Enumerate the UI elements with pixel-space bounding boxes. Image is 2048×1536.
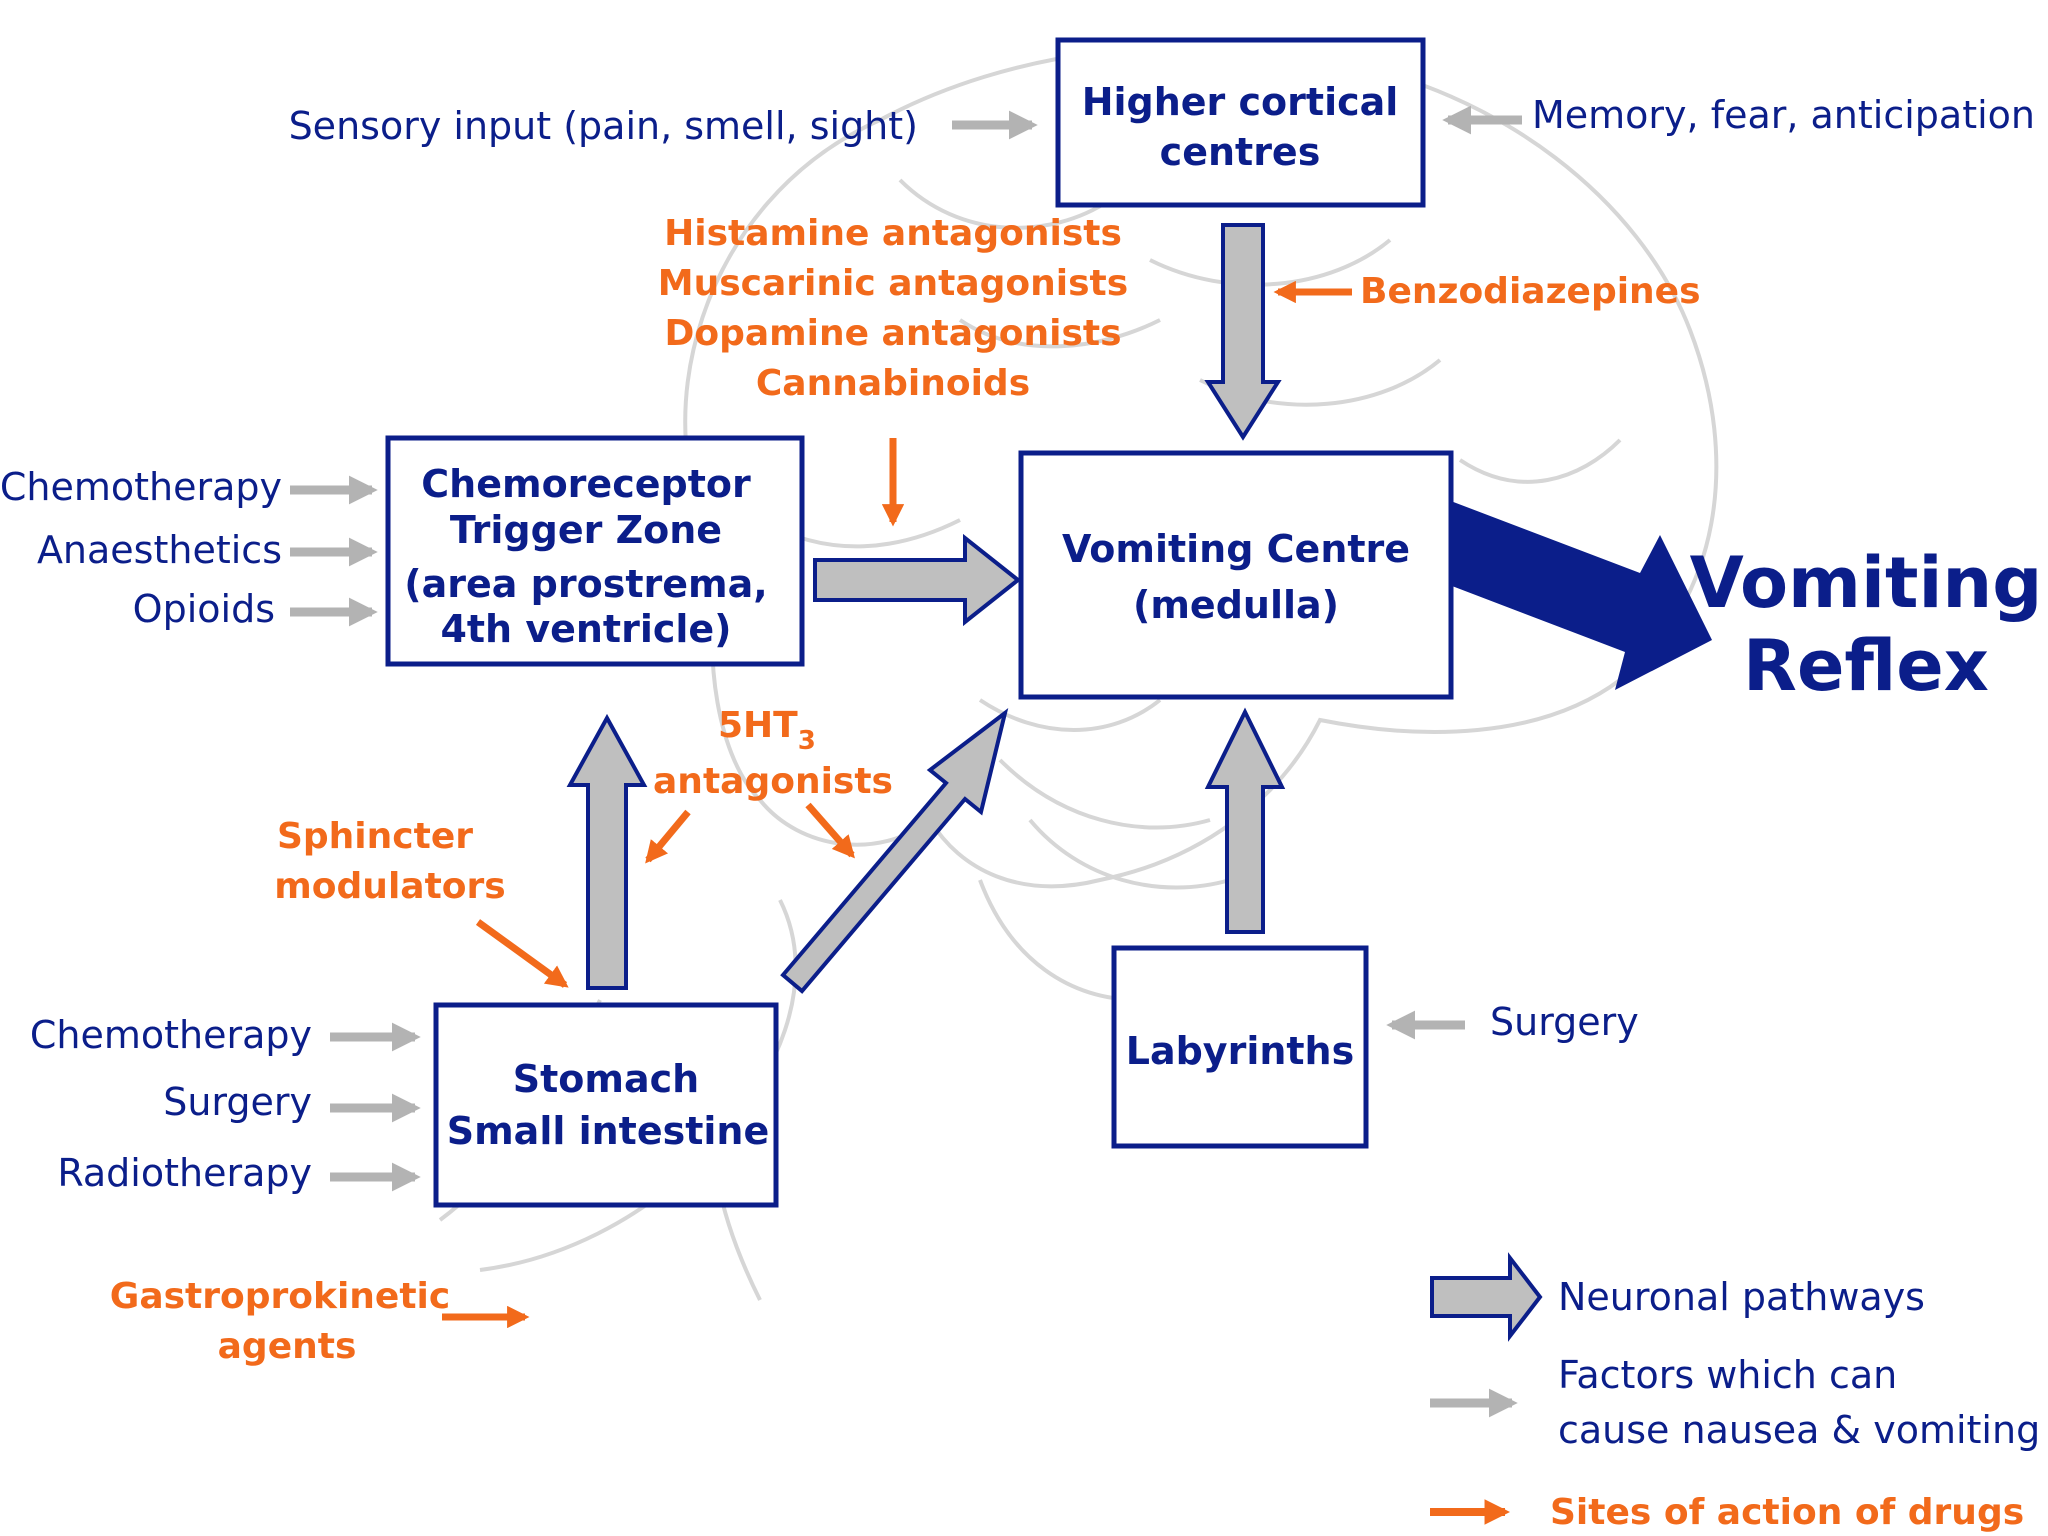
gut-chemotherapy-label: Chemotherapy <box>30 1013 312 1057</box>
drug-benzodiazepines-label: Benzodiazepines <box>1360 271 1701 312</box>
vomiting-reflex-arrow <box>1418 495 1712 690</box>
memory-fear-label: Memory, fear, anticipation <box>1532 93 2035 137</box>
vomiting-centre-label-line1: Vomiting Centre <box>1062 527 1410 571</box>
drug-cannabinoids-label: Cannabinoids <box>756 363 1030 404</box>
gut-radiotherapy-label: Radiotherapy <box>57 1151 312 1195</box>
ctz-anaesthetics-label: Anaesthetics <box>37 528 282 572</box>
neuronal-arrow-cortex-to-vc <box>1204 223 1282 441</box>
drug-5ht3-label: 5HT3 <box>718 705 816 756</box>
gut-surgery-label: Surgery <box>163 1080 312 1124</box>
drug-gastroprokinetic-label-line1: Gastroprokinetic <box>110 1276 450 1317</box>
stomach-label-line1: Stomach <box>513 1057 699 1101</box>
sensory-input-label: Sensory input (pain, smell, sight) <box>289 104 918 148</box>
drug-5ht3-label-subscript: 3 <box>798 726 816 756</box>
drug-arrow-5ht3-ctz <box>645 809 691 864</box>
chemoreceptor-trigger-zone-box: Chemoreceptor Trigger Zone (area prostre… <box>385 435 805 667</box>
neuronal-arrow-gut-to-vc <box>780 708 1009 994</box>
higher-cortical-centres-box: Higher cortical centres <box>1055 37 1426 208</box>
vomiting-reflex-title-line1: Vomiting <box>1690 542 2043 624</box>
ctz-label-line1: Chemoreceptor <box>421 462 751 506</box>
higher-cortical-label-line2: centres <box>1160 130 1321 174</box>
labyrinths-label: Labyrinths <box>1126 1029 1354 1073</box>
vomiting-centre-box: Vomiting Centre (medulla) <box>1018 450 1454 700</box>
legend-drugs-label: Sites of action of drugs <box>1550 1492 2024 1533</box>
factor-arrows <box>290 105 1522 1192</box>
vomiting-centre-label-line2: (medulla) <box>1133 583 1339 627</box>
drug-5ht3-antagonists-label: antagonists <box>653 761 893 802</box>
drug-histamine-label: Histamine antagonists <box>664 213 1122 254</box>
legend-factors-label-line1: Factors which can <box>1558 1353 1897 1397</box>
legend-factors-label-line2: cause nausea & vomiting <box>1558 1408 2040 1452</box>
legend: Neuronal pathways Factors which can caus… <box>1430 1252 2040 1533</box>
drug-arrow-5ht3-vc <box>805 802 855 859</box>
drug-arrow-sphincter <box>475 919 569 988</box>
stomach-small-intestine-box: Stomach Small intestine <box>433 1002 779 1208</box>
drug-sphincter-label-line2: modulators <box>274 866 505 907</box>
legend-neuronal-swatch <box>1430 1252 1543 1342</box>
neuronal-arrow-gut-to-ctz <box>566 713 648 990</box>
ctz-label-line3: (area prostrema, <box>404 562 767 606</box>
drug-arrows <box>442 280 1352 1329</box>
drug-dopamine-label: Dopamine antagonists <box>664 313 1121 354</box>
ctz-chemotherapy-label: Chemotherapy <box>0 465 282 509</box>
drug-muscarinic-label: Muscarinic antagonists <box>658 263 1128 304</box>
ctz-label-line2: Trigger Zone <box>450 508 722 552</box>
neuronal-arrow-labyrinth-to-vc <box>1204 707 1286 934</box>
vomiting-reflex-title-line2: Reflex <box>1743 625 1989 707</box>
ctz-label-line4: 4th ventricle) <box>440 607 731 651</box>
drug-5ht3-label-main: 5HT <box>718 705 798 746</box>
neuronal-arrow-ctz-to-vc <box>813 533 1022 627</box>
stomach-label-line2: Small intestine <box>447 1109 770 1153</box>
drug-sphincter-label-line1: Sphincter <box>277 816 473 857</box>
higher-cortical-label-line1: Higher cortical <box>1082 80 1399 124</box>
drug-gastroprokinetic-label-line2: agents <box>218 1326 357 1367</box>
ctz-opioids-label: Opioids <box>133 587 275 631</box>
labyrinths-box: Labyrinths <box>1111 945 1369 1149</box>
legend-neuronal-label: Neuronal pathways <box>1558 1275 1925 1319</box>
labyrinth-surgery-label: Surgery <box>1490 1000 1639 1044</box>
